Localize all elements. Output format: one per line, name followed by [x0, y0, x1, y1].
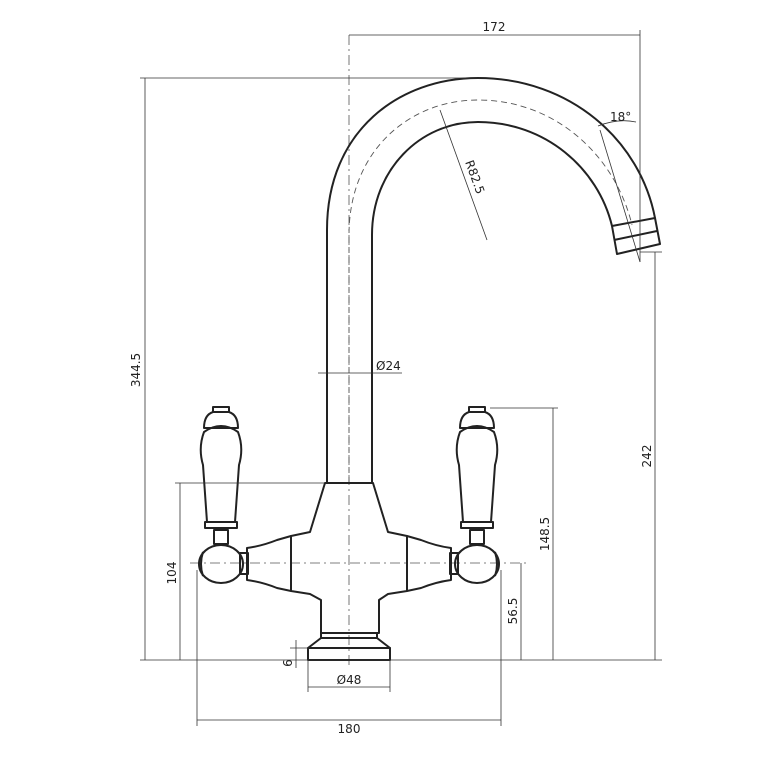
- tap-body: [239, 482, 459, 661]
- dim-outlet-height: 242: [640, 445, 654, 468]
- dim-handle-axis-height: 56.5: [506, 598, 520, 625]
- dim-base-height: 6: [281, 659, 295, 667]
- dimension-lines: [140, 30, 662, 726]
- dim-spout-radius: R82.5: [462, 158, 487, 196]
- dim-base-diameter: Ø48: [337, 673, 362, 687]
- dim-overall-width: 180: [338, 722, 361, 736]
- right-handle: [454, 406, 500, 584]
- dim-spout-angle: 18°: [610, 110, 631, 124]
- dim-handle-height: 148.5: [538, 517, 552, 551]
- dim-overall-height: 344.5: [129, 353, 143, 387]
- dim-body-height: 104: [165, 562, 179, 585]
- dim-spout-reach: 172: [483, 20, 506, 34]
- dim-column-diameter: Ø24: [376, 359, 401, 373]
- center-lines: [190, 35, 633, 668]
- left-handle: [198, 406, 244, 584]
